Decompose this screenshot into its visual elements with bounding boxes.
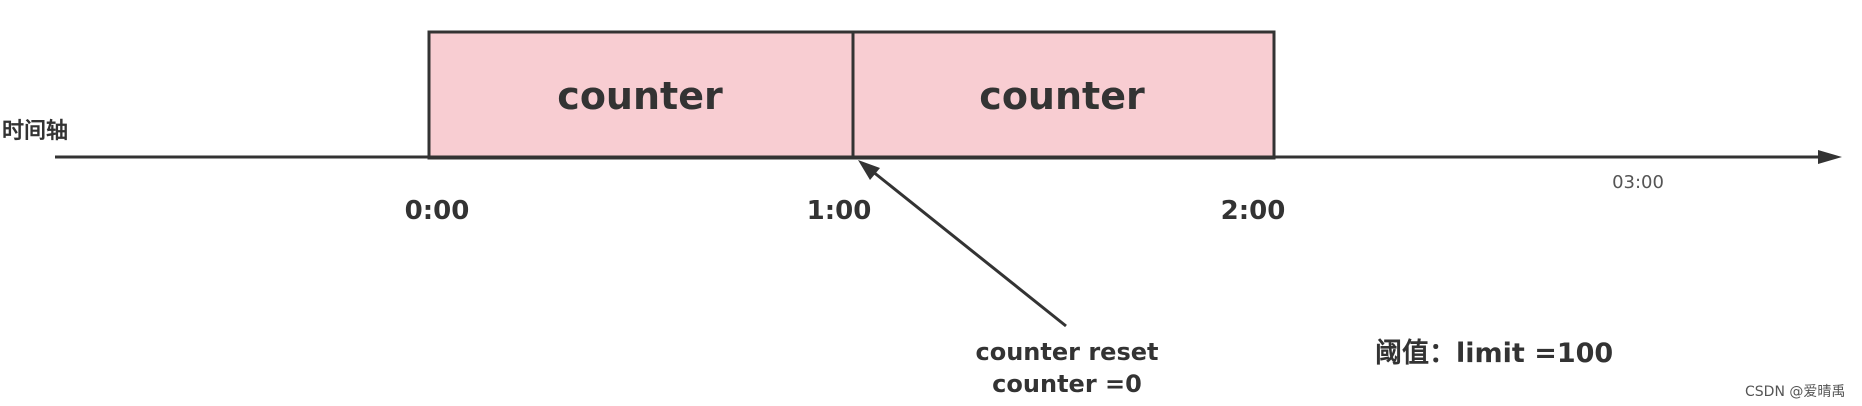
window-label-1: counter xyxy=(557,74,723,118)
window-box-1 xyxy=(427,30,855,160)
watermark: CSDN @爱晴禹 xyxy=(1745,384,1846,400)
reset-note-line2: counter =0 xyxy=(992,370,1142,398)
reset-note: counter reset counter =0 xyxy=(976,336,1159,400)
tick-label-1: 1:00 xyxy=(806,196,872,226)
limit-note: 阈值：limit =100 xyxy=(1375,338,1614,369)
window-label-2: counter xyxy=(979,74,1145,118)
tick-label-0: 0:00 xyxy=(404,196,470,226)
tick-label-3: 03:00 xyxy=(1612,172,1664,193)
axis-title: 时间轴 xyxy=(2,119,69,144)
reset-pointer-arrow xyxy=(861,161,1067,328)
window-box-2 xyxy=(851,30,1276,160)
tick-label-2: 2:00 xyxy=(1220,196,1286,226)
reset-pointer-arrowhead xyxy=(858,160,880,180)
time-axis-arrowhead xyxy=(1818,150,1842,164)
reset-note-line1: counter reset xyxy=(975,338,1159,366)
